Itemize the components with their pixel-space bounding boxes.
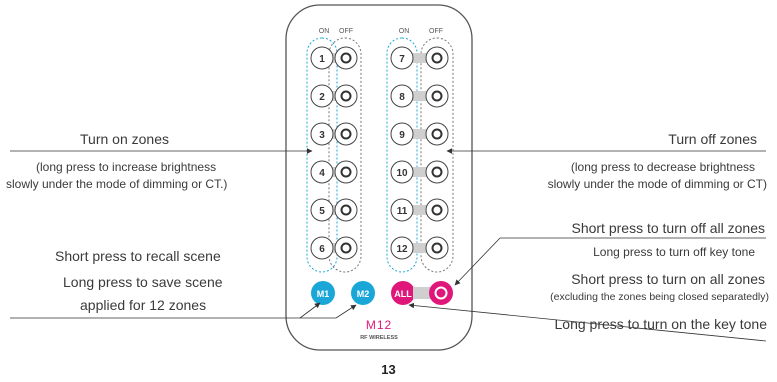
zone-9-on-button[interactable] <box>390 122 414 146</box>
zone-10-off-button[interactable] <box>425 160 449 184</box>
zone-11-number: 11 <box>397 206 408 217</box>
scene-line-d2 <box>335 304 357 319</box>
zone-4-off-button[interactable] <box>334 160 358 184</box>
off-ring-icon <box>431 204 443 216</box>
scene-line-2: Long press to save scene <box>63 274 223 290</box>
col-label-on-1: ON <box>319 28 330 35</box>
scene-line-3: applied for 12 zones <box>80 297 207 313</box>
on-all-title: Short press to turn on all zones <box>571 271 765 287</box>
zone-connector <box>330 243 338 253</box>
all-off-button[interactable] <box>429 281 453 305</box>
off-ring-icon <box>431 166 443 178</box>
zone-3-off-button[interactable] <box>334 122 358 146</box>
zone-connector <box>330 53 338 63</box>
off-ring-icon <box>431 90 443 102</box>
col-label-off-1: OFF <box>339 28 353 35</box>
off-zone-outline-right <box>420 37 454 273</box>
off-all-title: Short press to turn off all zones <box>571 220 765 236</box>
m2-button[interactable] <box>351 281 375 305</box>
zone-2-on-button[interactable] <box>310 84 334 108</box>
all-off-ring-icon <box>434 286 448 300</box>
off-ring-icon <box>340 166 352 178</box>
zone-10-on-button[interactable] <box>390 160 414 184</box>
zone-12-off-button[interactable] <box>425 236 449 260</box>
zone-4-number: 4 <box>319 168 325 179</box>
zone-6-number: 6 <box>319 244 325 255</box>
zone-1-number: 1 <box>319 54 325 65</box>
zone-9-number: 9 <box>399 130 405 141</box>
turn-on-desc-2: slowly under the mode of dimming or CT.) <box>6 177 228 191</box>
zone-2-off-button[interactable] <box>334 84 358 108</box>
off-ring-icon <box>340 52 352 64</box>
zone-connector <box>330 167 338 177</box>
on-zone-outline-right <box>386 37 418 273</box>
zone-connector <box>410 243 429 253</box>
scene-line-d1 <box>299 302 321 319</box>
zone-8-number: 8 <box>399 92 405 103</box>
zone-12-on-button[interactable] <box>390 236 414 260</box>
zone-connector <box>410 205 429 215</box>
off-ring-icon <box>340 242 352 254</box>
key-tone-label: Long press to turn on the key tone <box>554 316 767 332</box>
zone-8-off-button[interactable] <box>425 84 449 108</box>
turn-off-desc-1: (long press to decrease brightness <box>570 160 755 174</box>
zone-8-on-button[interactable] <box>390 84 414 108</box>
off-all-sub: Long press to turn off key tone <box>593 245 755 259</box>
off-ring-icon <box>340 128 352 140</box>
zone-2-number: 2 <box>319 92 325 103</box>
on-all-sub: (excluding the zones being closed separa… <box>550 291 769 303</box>
zone-connector <box>410 167 429 177</box>
off-ring-icon <box>340 204 352 216</box>
scene-line-1: Short press to recall scene <box>55 248 221 264</box>
zone-6-on-button[interactable] <box>310 236 334 260</box>
off-ring-icon <box>431 242 443 254</box>
all-on-label: ALL <box>394 289 412 299</box>
zone-connector <box>330 129 338 139</box>
zone-1-on-button[interactable] <box>310 46 334 70</box>
all-on-button[interactable] <box>391 281 415 305</box>
zone-1-off-button[interactable] <box>334 46 358 70</box>
zone-5-number: 5 <box>319 206 325 217</box>
col-label-on-2: ON <box>399 28 410 35</box>
zone-6-off-button[interactable] <box>334 236 358 260</box>
zone-4-on-button[interactable] <box>310 160 334 184</box>
zone-5-on-button[interactable] <box>310 198 334 222</box>
off-zone-outline-left <box>328 37 362 273</box>
off-ring-icon <box>431 52 443 64</box>
off-all-line-d <box>454 237 501 286</box>
zone-7-on-button[interactable] <box>390 46 414 70</box>
zone-9-off-button[interactable] <box>425 122 449 146</box>
off-ring-icon <box>431 128 443 140</box>
zone-11-on-button[interactable] <box>390 198 414 222</box>
model-subtitle: RF WIRELESS <box>360 335 398 341</box>
turn-on-desc-1: (long press to increase brightness <box>36 160 217 174</box>
turn-on-title: Turn on zones <box>80 131 169 147</box>
zone-connector <box>410 91 429 101</box>
zone-11-off-button[interactable] <box>425 198 449 222</box>
m1-button[interactable] <box>311 281 335 305</box>
zone-12-number: 12 <box>396 244 408 255</box>
model-name: M12 <box>366 318 392 332</box>
m1-label: M1 <box>317 289 330 299</box>
col-label-off-2: OFF <box>429 28 443 35</box>
on-zone-outline-left <box>306 37 338 273</box>
turn-off-title: Turn off zones <box>668 131 757 147</box>
zone-3-number: 3 <box>319 130 325 141</box>
turn-off-desc-2: slowly under the mode of dimming or CT) <box>547 177 767 191</box>
off-ring-icon <box>340 90 352 102</box>
zone-connector <box>330 205 338 215</box>
page-number: 13 <box>381 362 396 377</box>
zone-7-off-button[interactable] <box>425 46 449 70</box>
key-tone-line <box>408 302 767 342</box>
zone-connector <box>410 53 429 63</box>
zone-connector <box>410 129 429 139</box>
zone-7-number: 7 <box>399 54 405 65</box>
zone-connector <box>330 91 338 101</box>
zone-3-on-button[interactable] <box>310 122 334 146</box>
m2-label: M2 <box>357 289 370 299</box>
zone-10-number: 10 <box>396 168 408 179</box>
zone-5-off-button[interactable] <box>334 198 358 222</box>
